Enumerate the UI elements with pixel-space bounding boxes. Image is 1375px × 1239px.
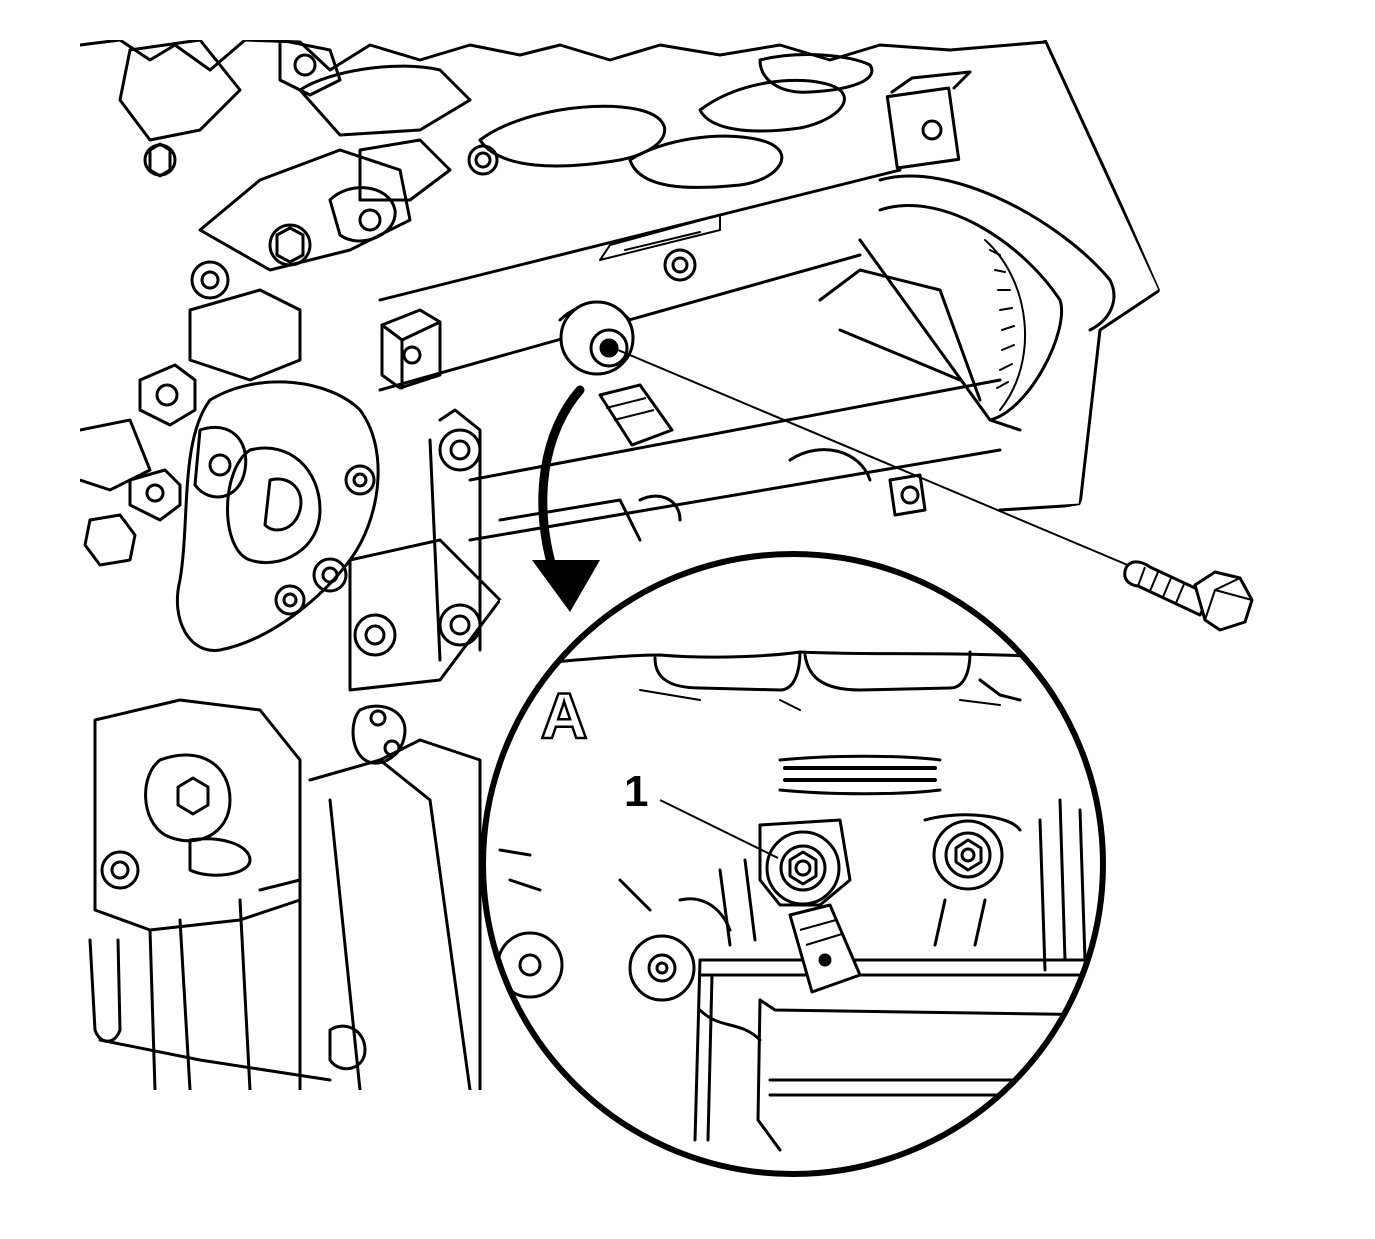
callout-1-number: 1 [624,767,648,816]
detail-view-label: A A [540,679,589,754]
flexplate-teeth [984,239,1026,411]
detail-view-letter-outline: A [541,680,587,752]
bolt-alignment-line [617,349,1131,567]
callout-1-leader [659,799,779,859]
detail-view-arrow [532,385,600,612]
knock-sensor-main [559,300,674,447]
detail-view-letter: A [541,680,587,752]
knock-sensor-bolt [1123,560,1254,632]
detail-view-circle [480,551,1106,1177]
knock-sensor-detail [758,818,862,994]
